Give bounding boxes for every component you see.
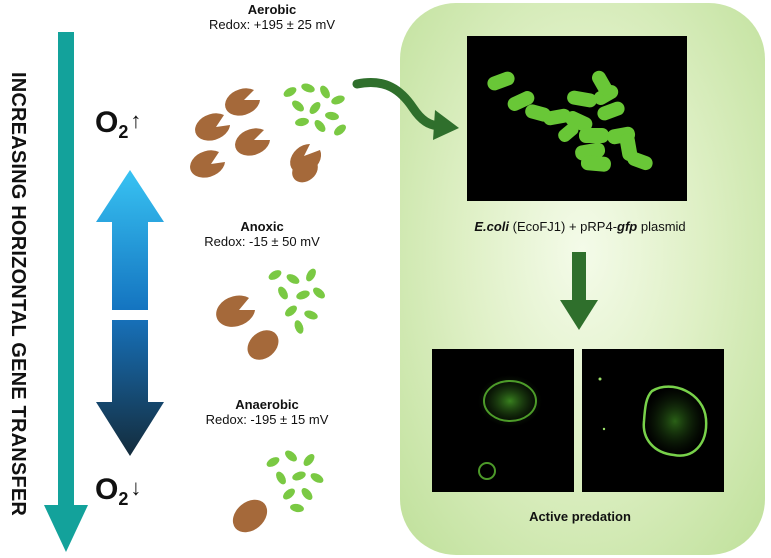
condition-title: Anaerobic <box>235 397 299 412</box>
condition-title: Anoxic <box>240 219 284 234</box>
condition-redox: Redox: -15 ± 50 mV <box>204 234 320 249</box>
predation-caption: Active predation <box>529 509 631 524</box>
condition-anaerobic: Anaerobic Redox: -195 ± 15 mV <box>167 397 367 427</box>
predator-cell <box>235 128 270 156</box>
condition-title: Aerobic <box>247 2 297 17</box>
predator-cell <box>216 295 255 327</box>
curved-arrow <box>352 78 459 140</box>
condition-redox: Redox: +195 ± 25 mV <box>208 17 335 32</box>
predator-cell <box>225 88 260 116</box>
anaerobic-cell-cluster <box>232 450 324 533</box>
condition-redox: Redox: -195 ± 15 mV <box>205 412 329 427</box>
predation-micrograph-left <box>432 349 574 492</box>
oxygen-gradient-double-arrow <box>96 170 164 456</box>
down-arrow <box>560 252 598 330</box>
predator-cell <box>292 157 318 183</box>
predation-micrograph-right <box>582 349 724 492</box>
predator-cell <box>247 330 279 360</box>
predator-cell <box>232 499 268 533</box>
o2-increase-label: O2↑ <box>95 106 142 142</box>
hgt-gradient-arrow <box>44 32 88 552</box>
predator-cell <box>190 150 225 178</box>
condition-aerobic: Aerobic Redox: +195 ± 25 mV <box>172 2 372 32</box>
hgt-axis-label: INCREASING HORIZONTAL GENE TRANSFER <box>7 71 29 517</box>
predator-cell <box>195 113 230 141</box>
gfp-bacteria-micrograph <box>467 36 687 201</box>
condition-anoxic: Anoxic Redox: -15 ± 50 mV <box>162 219 362 249</box>
up-arrow-icon: ↑ <box>130 108 142 133</box>
aerobic-cell-cluster <box>190 83 346 183</box>
down-arrow-icon: ↓ <box>130 475 142 500</box>
o2-decrease-label: O2↓ <box>95 473 142 509</box>
gfp-caption: E.coli (EcoFJ1) + pRP4-gfp plasmid <box>474 219 686 234</box>
anoxic-cell-cluster <box>216 268 325 360</box>
